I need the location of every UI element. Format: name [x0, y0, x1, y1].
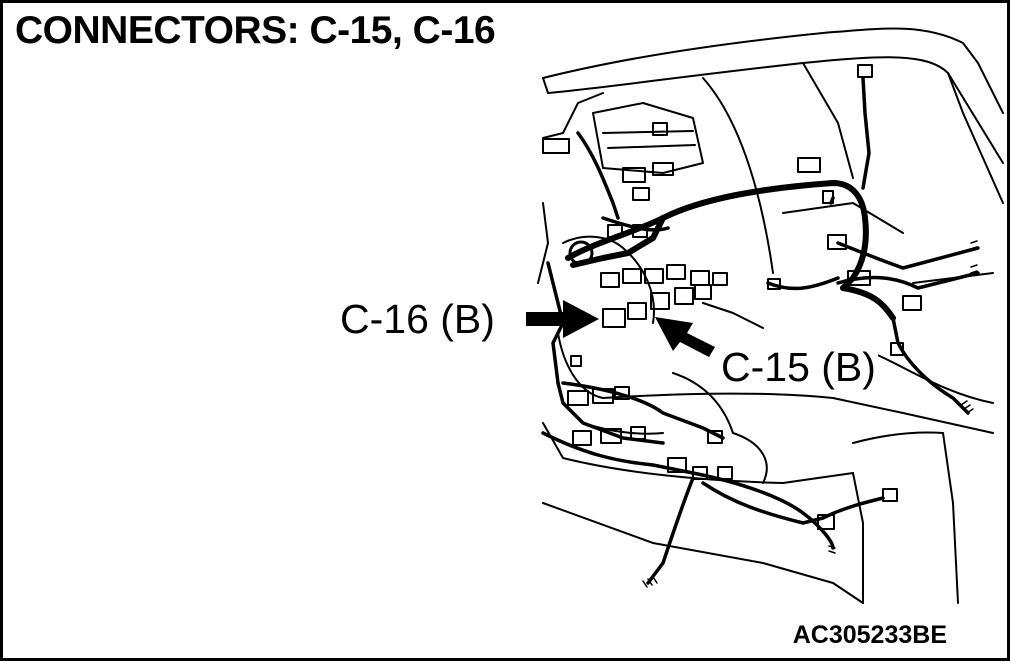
harness-loop [568, 240, 594, 266]
c15-arrow [655, 317, 715, 357]
pointer-arrows [526, 300, 715, 357]
c16-arrow [526, 300, 599, 338]
secondary-harness [541, 76, 980, 585]
connector-c16-shape [602, 308, 626, 328]
dashboard-wiring-illustration [526, 27, 1004, 604]
connector-c15-shape [650, 292, 670, 310]
callout-c15-label: C-15 (B) [719, 344, 878, 390]
connector-blocks [542, 64, 922, 530]
dashboard-outline [537, 27, 1004, 604]
figure-code: AC305233BE [792, 621, 947, 649]
page-title: CONNECTORS: C-15, C-16 [15, 9, 496, 52]
callout-c16-label: C-16 (B) [338, 296, 497, 342]
wire-ends [642, 240, 978, 588]
